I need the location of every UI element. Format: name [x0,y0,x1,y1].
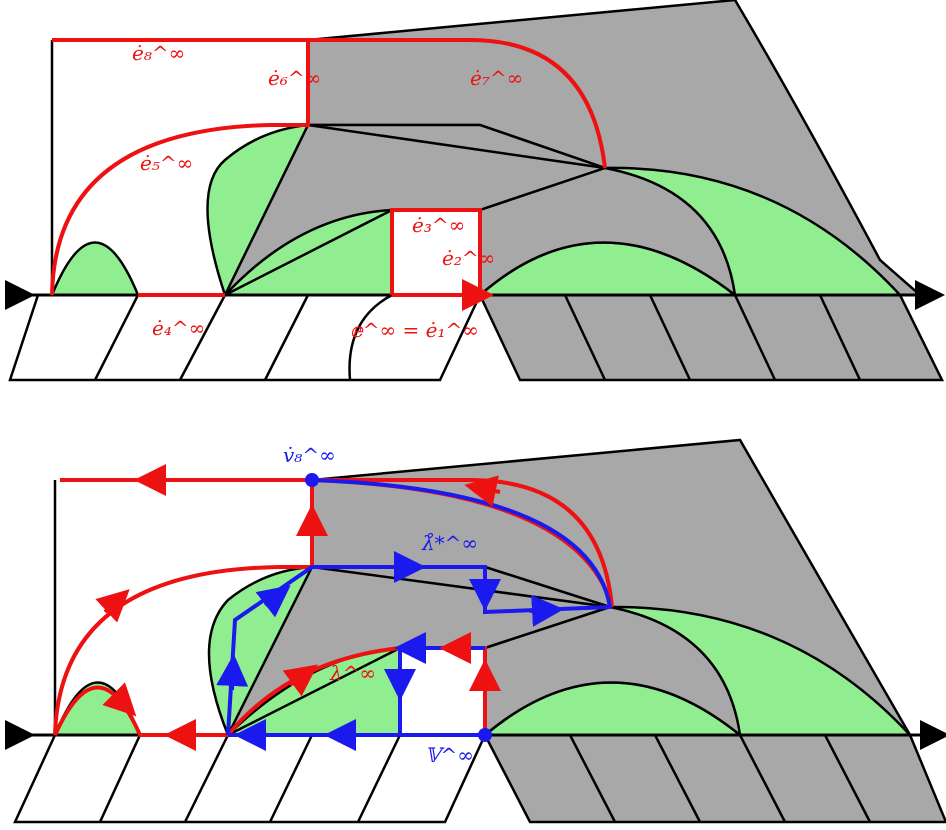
bottom-strip-white-dividers [98,734,402,823]
top-red-path [50,38,607,297]
top-diagram: ė₈^∞ ė₆^∞ ė₇^∞ ė₅^∞ ė₃^∞ ė₂^∞ ė₄^∞ 𝕖^∞ =… [5,0,945,382]
label-e2: ė₂^∞ [442,246,495,270]
label-e5: ė₅^∞ [140,151,193,175]
vertex-v8 [305,473,319,487]
blue-arrow-5 [529,594,564,627]
label-V: 𝕍^∞ [425,743,474,767]
bottom-strip-gray [482,733,946,824]
label-lambda-star: λ̊*^∞ [421,531,478,555]
label-v8: v̇₈^∞ [283,443,336,467]
label-e6: ė₆^∞ [268,66,321,90]
bottom-strip-white [13,733,487,824]
label-e3: ė₃^∞ [412,213,465,237]
label-lambda: λ^∞ [329,661,376,685]
bottom-diagram: v̇₈^∞ λ̊*^∞ λ^∞ 𝕍^∞ [5,438,946,824]
label-e4: ė₄^∞ [152,316,205,340]
red-arrow-7 [282,664,318,697]
top-green-bump [50,241,140,297]
top-strip-white-dividers [93,293,393,381]
bottom-strip-gray-dividers [568,734,872,823]
blue-arrow-1 [216,654,249,691]
red-arrow-4 [95,589,130,623]
blue-arrow-2 [255,585,291,618]
label-e-base: 𝕖^∞ = ė₁^∞ [350,318,479,342]
label-e7: ė₇^∞ [470,66,523,90]
vertex-V [478,728,492,742]
red-arrow-5 [102,682,137,717]
label-e8: ė₈^∞ [132,41,185,65]
top-strip-gray-dividers [563,294,862,381]
red-arrow-3 [464,475,501,507]
bottom-white-box [398,646,487,737]
top-strip-gray [478,293,945,382]
